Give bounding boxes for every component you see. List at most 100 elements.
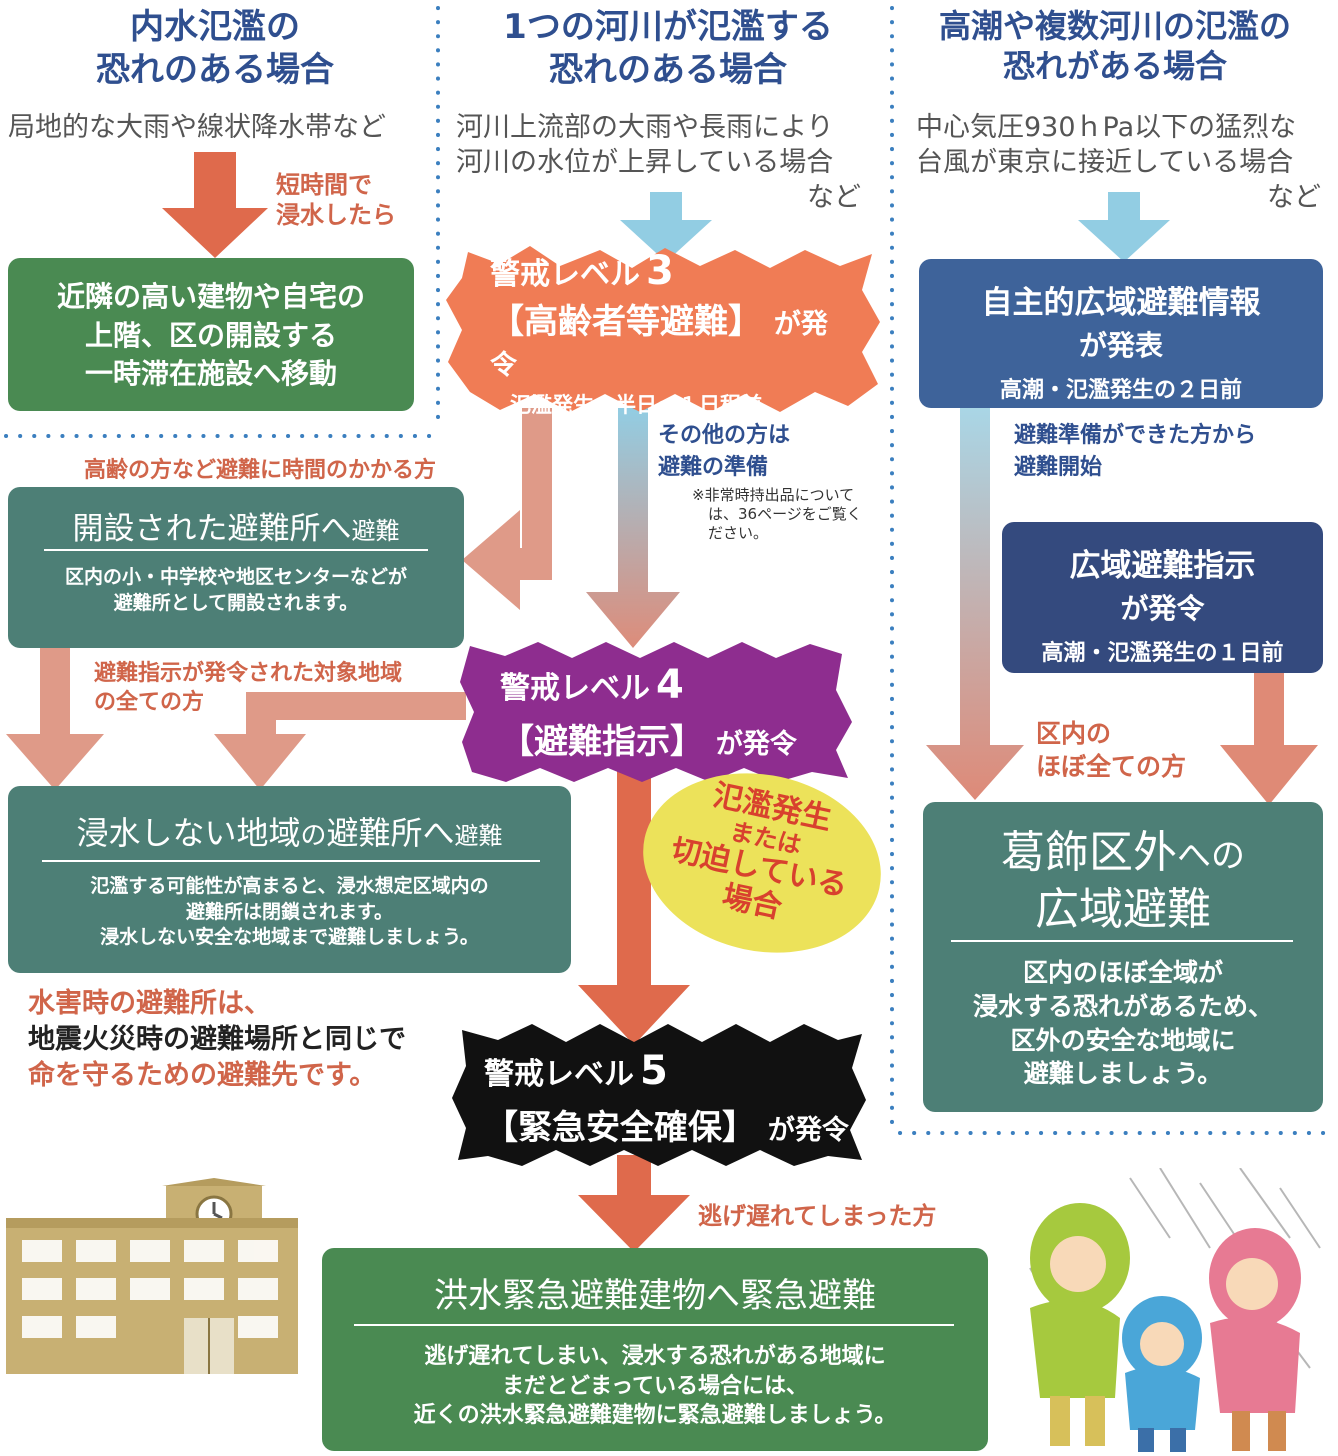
outside-ward-box: 葛飾区外への 広域避難 区内のほぼ全域が 浸水する恐れがあるため、 区外の安全な… [923,802,1323,1112]
right-title-line1: 高潮や複数河川の氾濫の [938,7,1291,45]
arrow-right-top [1078,192,1170,262]
warning-bubble [643,773,881,953]
arrow-right-short [1220,672,1318,805]
level5-suffix: が発令 [767,1114,849,1146]
short-time-line1: 短時間で [276,171,372,199]
left-column-desc: 局地的な大雨や線状降水帯など [8,112,386,143]
center-desc-line3: など [807,182,861,214]
center-column-desc: 河川上流部の大雨や長雨により 河川の水位が上昇している場合 など [456,110,861,215]
outside-ward-body: 区内のほぼ全域が 浸水する恐れがあるため、 区外の安全な地域に 避難しましょう。 [923,956,1323,1091]
arrow-l5-bldg [578,1155,690,1252]
safe-area-divider [42,860,540,862]
school-building-illustration [6,1178,298,1374]
note-line3: は、36ページをご覧く [708,504,862,523]
late-label: 逃げ遅れてしまった方 [698,1202,937,1230]
nearby-building-box: 近隣の高い建物や自宅の 上階、区の開設する 一時滞在施設へ移動 [8,258,414,411]
left-title-line2: 恐れのある場合 [96,49,334,90]
others-line1: その他の方は [658,423,791,448]
safe-area-shelter-box: 浸水しない地域の避難所へ避難 氾濫する可能性が高まると、浸水想定区域内の 避難所… [8,786,571,973]
level3-timing: 氾濫発生の半日〜１日程前 [510,392,762,417]
safe-title-c: 避難所へ [326,814,455,852]
dotted-dividers [4,6,1334,1135]
ready-line2: 避難開始 [1014,454,1103,480]
wide-order-line1: 広域避難指示 [1069,548,1256,584]
safe-body-line3: 浸水しない安全な地域まで避難しましょう。 [100,926,479,949]
left-column-title: 内水氾濫の 恐れのある場合 [0,6,430,91]
supplies-note: ※非常時持出品について は、36ページをご覧く ださい。 [692,486,882,542]
wide-order-line2: が発令 [1120,592,1205,625]
outside-divider [951,940,1293,942]
ward-line1: 区内の [1036,719,1112,748]
others-label: その他の方は 避難の準備 [658,420,790,484]
note-line4: ださい。 [708,523,769,542]
right-desc-line3: など [1267,182,1321,214]
level4-burst [460,642,852,782]
opened-divider [44,549,428,551]
arrow-opened-safe [6,648,104,790]
safe-area-title: 浸水しない地域の避難所へ避難 [8,808,571,854]
outside-body-line2: 浸水する恐れがあるため、 [972,991,1273,1021]
nearby-line3: 一時滞在施設へ移動 [84,357,337,391]
level5-name: 【緊急安全確保】 [484,1107,756,1148]
flood-building-box: 洪水緊急避難建物へ緊急避難 逃げ遅れてしまい、浸水する恐れがある地域に まだとど… [322,1248,988,1451]
nearby-line1: 近隣の高い建物や自宅の [56,280,365,313]
right-column-title: 高潮や複数河川の氾濫の 恐れがある場合 [900,6,1330,86]
safe-title-b: の [300,821,327,851]
level4-name: 【避難指示】 [500,721,704,762]
outside-body-line3: 区外の安全な地域に [1010,1025,1236,1055]
opened-shelter-title: 開設された避難所へ避難 [8,503,464,548]
flood-body-line3: 近くの洪水緊急避難建物に緊急避難しましょう。 [413,1403,897,1429]
opened-body-line2: 避難所として開設されます。 [113,591,359,614]
shelter-note-line3: 命を守るための避難先です。 [28,1059,377,1091]
level5-prefix: 警戒レベル [484,1056,634,1092]
center-desc-line2: 河川の水位が上昇している場合 [456,147,834,179]
arrow-left-top [162,152,268,258]
level3-name: 【高齢者等避難】 [490,301,762,342]
flood-building-divider [354,1324,954,1326]
level3-suffix: が発令 [490,308,828,381]
center-title-line1: 1つの河川が氾濫する [503,7,833,47]
ready-label: 避難準備ができた方から 避難開始 [1014,420,1256,484]
safe-area-body: 氾濫する可能性が高まると、浸水想定区域内の 避難所は閉鎖されます。 浸水しない安… [8,874,571,951]
outside-title-b: への [1177,836,1245,876]
opened-shelter-body: 区内の小・中学校や地区センターなどが 避難所として開設されます。 [8,565,464,616]
shelter-note-line1: 水害時の避難所は、 [28,988,271,1019]
target-line1: 避難指示が発令された対象地域 [94,661,403,686]
flood-body-line1: 逃げ遅れてしまい、浸水する恐れがある地域に [424,1344,886,1369]
opened-title-main: 開設された避難所へ [72,511,352,547]
nearby-line2: 上階、区の開設する [84,318,337,352]
outside-ward-title: 葛飾区外への 広域避難 [923,824,1323,938]
ready-line1: 避難準備ができた方から [1014,423,1257,448]
wide-evac-order-box: 広域避難指示 が発令 高潮・氾濫発生の１日前 [1002,522,1323,673]
level4-number: 4 [656,661,684,708]
arrow-l3-opened [462,408,552,610]
level5-number: 5 [640,1047,668,1094]
note-line2: て [839,486,855,504]
flood-building-title: 洪水緊急避難建物へ緊急避難 [434,1276,876,1316]
safe-body-line2: 避難所は閉鎖されます。 [185,900,394,923]
ward-line2: ほぼ全ての方 [1036,751,1187,781]
safe-body-line1: 氾濫する可能性が高まると、浸水想定区域内の [90,875,489,897]
outside-title-a: 葛飾区外 [1001,827,1177,878]
ward-label: 区内の ほぼ全ての方 [1036,718,1186,783]
right-desc-line1: 中心気圧930ｈPa以下の猛烈な [916,112,1297,143]
shelter-note: 水害時の避難所は、 地震火災時の避難場所と同じで 命を守るための避難先です。 [28,986,406,1094]
voluntary-evac-box: 自主的広域避難情報 が発表 高潮・氾濫発生の２日前 [919,259,1323,408]
opened-title-small: 避難 [351,517,400,545]
note-line1: ※非常時持出品につい [692,486,840,504]
outside-body-line4: 避難しましょう。 [1023,1059,1223,1089]
flood-building-body: 逃げ遅れてしまい、浸水する恐れがある地域に まだとどまっている場合には、 近くの… [322,1342,988,1431]
elderly-label: 高齢の方など避難に時間のかかる方 [84,458,437,483]
opened-body-line1: 区内の小・中学校や地区センターなどが [64,566,407,588]
voluntary-line2: が発表 [1078,329,1163,362]
outside-body-line1: 区内のほぼ全域が [1022,958,1223,987]
center-title-line2: 恐れのある場合 [549,49,787,90]
flood-body-line2: まだとどまっている場合には、 [501,1373,809,1399]
opened-shelter-box: 開設された避難所へ避難 区内の小・中学校や地区センターなどが 避難所として開設さ… [8,487,464,648]
level3-prefix: 警戒レベル [490,256,640,292]
voluntary-line1: 自主的広域避難情報 [981,285,1261,321]
